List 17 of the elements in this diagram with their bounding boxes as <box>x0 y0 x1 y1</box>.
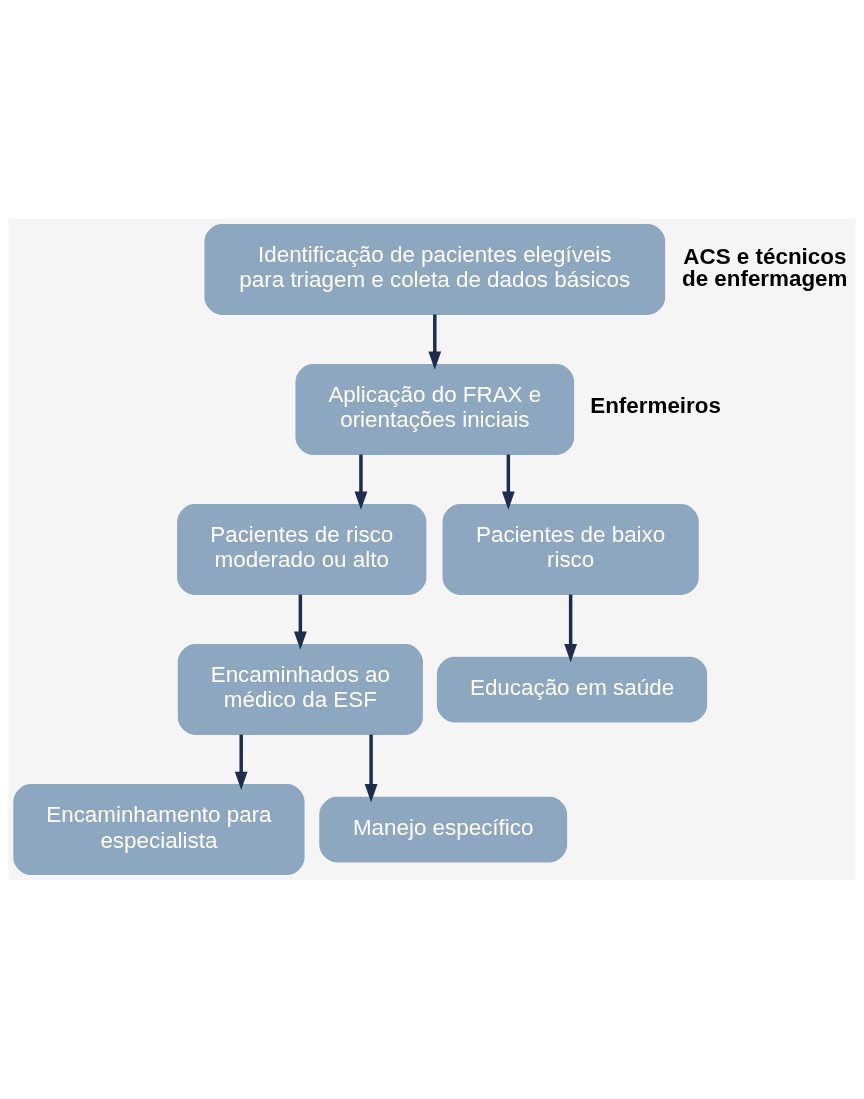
node-box: Aplicação do FRAX e orientações iniciais <box>295 363 575 455</box>
node-box: Encaminhados ao médico da ESF <box>177 644 423 736</box>
arrow <box>364 734 378 803</box>
node-box: Educação em saúde <box>436 656 708 723</box>
arrow <box>234 734 248 790</box>
node-box: Manejo específico <box>319 796 568 863</box>
node-box: Pacientes de risco moderado ou alto <box>177 504 427 595</box>
node-box: Encaminhamento para especialista <box>13 784 305 876</box>
node-box: Identificação de pacientes elegíveis para triagem e coleta de dados básicos <box>204 223 666 315</box>
arrow <box>428 314 442 370</box>
arrow <box>293 594 307 650</box>
arrow <box>501 454 515 510</box>
node-label: ACS e técnicos de enfermagem <box>681 243 848 291</box>
arrow <box>354 454 368 510</box>
node-label: Enfermeiros <box>590 393 721 419</box>
arrow <box>564 594 578 663</box>
node-box: Pacientes de baixo risco <box>442 504 699 595</box>
